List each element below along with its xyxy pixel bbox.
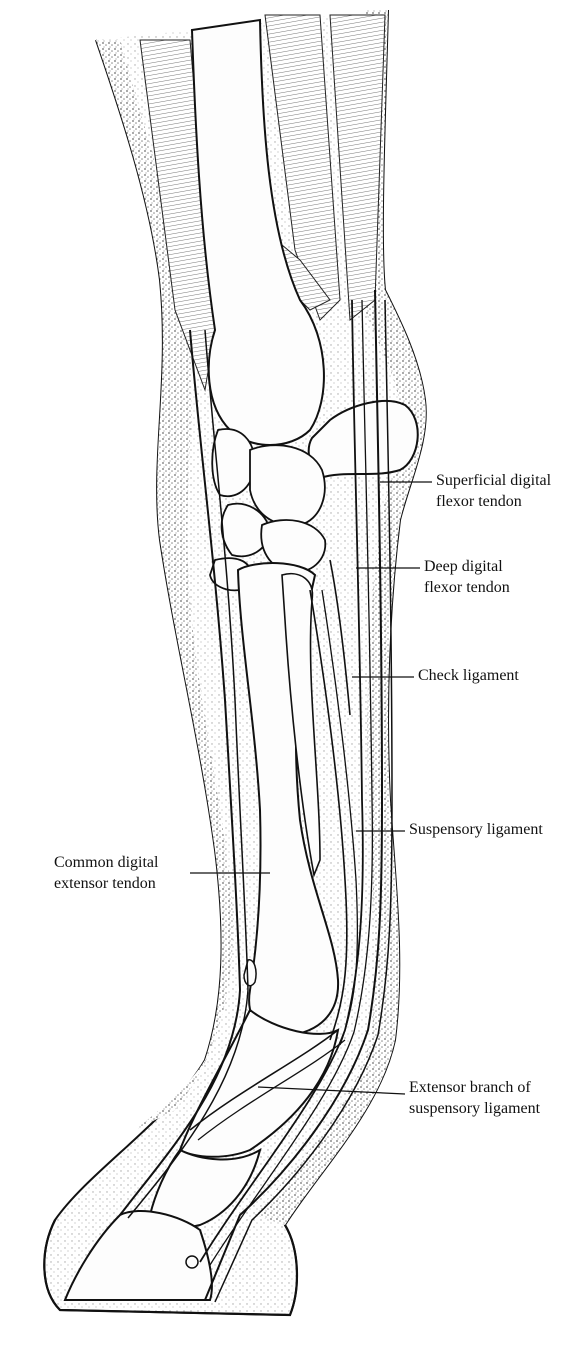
navicular-bone: [186, 1256, 198, 1268]
label-superficial-digital-flexor-tendon: Superficial digital flexor tendon: [436, 470, 551, 512]
label-extensor-branch-of-suspensory-ligament: Extensor branch of suspensory ligament: [409, 1077, 540, 1119]
label-deep-digital-flexor-tendon: Deep digital flexor tendon: [424, 556, 510, 598]
label-check-ligament: Check ligament: [418, 665, 519, 686]
label-suspensory-ligament: Suspensory ligament: [409, 819, 543, 840]
label-common-digital-extensor-tendon: Common digital extensor tendon: [54, 852, 158, 894]
